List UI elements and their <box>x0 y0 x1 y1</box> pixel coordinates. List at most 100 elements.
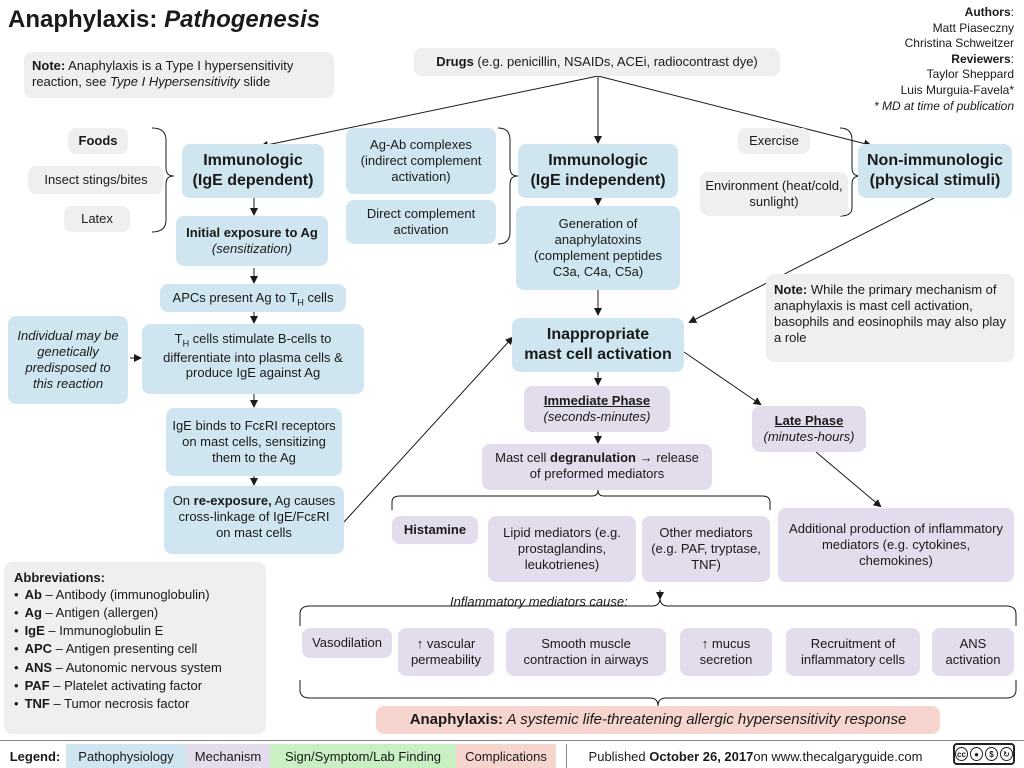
creative-commons-icon: cc ● $ ↻ <box>953 743 1015 765</box>
legend-label-text: Legend: <box>9 748 61 764</box>
title-sub: Pathogenesis <box>164 6 321 33</box>
effect-vasodilation: Vasodilation <box>302 628 392 658</box>
nonimmuno-line2: (physical stimuli) <box>869 172 1001 189</box>
trigger-latex: Latex <box>64 206 130 232</box>
th-sub: H <box>182 338 190 349</box>
nonimmuno-line1: Non-immunologic <box>867 152 1003 170</box>
note2-label: Note: <box>774 282 808 297</box>
vascular-text: ↑ vascular permeability <box>410 636 482 667</box>
exercise-label: Exercise <box>749 133 799 149</box>
th-pre: T <box>174 331 183 346</box>
ans-text: ANS activation <box>945 636 1001 667</box>
trigger-exercise: Exercise <box>738 128 810 154</box>
abbreviations-title: Abbreviations: <box>14 570 106 585</box>
immunologic-ige-dependent: Immunologic (IgE dependent) <box>182 144 324 198</box>
th-cells-stimulate: TH cells stimulate B-cells to differenti… <box>142 324 364 394</box>
immuno-indep-line1: Immunologic <box>548 152 648 170</box>
abbr-term: PAF <box>24 677 50 693</box>
vasodilation-text: Vasodilation <box>312 635 382 651</box>
initial-exposure: Initial exposure to Ag (sensitization) <box>176 216 328 266</box>
late-phase: Late Phase (minutes-hours) <box>752 406 866 452</box>
abbr-item: APC – Antigen presenting cell <box>14 640 256 658</box>
legend-pathophysiology: Pathophysiology <box>66 744 186 768</box>
drugs-box: Drugs (e.g. penicillin, NSAIDs, ACEi, ra… <box>414 48 780 76</box>
abbr-term: Ab <box>24 586 42 602</box>
cc-by-icon: ● <box>970 747 983 761</box>
lipid-mediators: Lipid mediators (e.g. prostaglandins, le… <box>488 516 636 582</box>
mast-line1: Inappropriate <box>546 326 650 344</box>
recruitment-text: Recruitment of inflammatory cells <box>800 636 906 667</box>
apc-present: APCs present Ag to TH cells <box>160 284 346 312</box>
legend-bar <box>0 740 1024 768</box>
reviewer-1: Taylor Sheppard <box>926 67 1014 82</box>
other-mediators: Other mediators (e.g. PAF, tryptase, TNF… <box>642 516 770 582</box>
page-title: Anaphylaxis: Pathogenesis <box>8 6 320 34</box>
histamine: Histamine <box>392 516 478 544</box>
final-text: A systemic life-threatening allergic hyp… <box>503 711 907 728</box>
abbr-def: – Antigen (allergen) <box>41 605 159 621</box>
note1-text1: Anaphylaxis is a Type I hypersensitivity… <box>32 58 294 89</box>
effect-vascular: ↑ vascular permeability <box>398 628 494 676</box>
immunologic-ige-independent: Immunologic (IgE independent) <box>518 144 678 198</box>
ige-binds-text: IgE binds to FcεRI receptors on mast cel… <box>172 418 336 465</box>
abbr-item: PAF – Platelet activating factor <box>14 677 256 695</box>
abbr-item: IgE – Immunoglobulin E <box>14 622 256 640</box>
legend-sign: Sign/Symptom/Lab Finding <box>270 744 456 768</box>
initial-exposure-line2: (sensitization) <box>211 241 293 256</box>
abbr-term: IgE <box>24 623 45 639</box>
abbreviations-list: Ab – Antibody (immunoglobulin) Ag – Anti… <box>14 586 256 713</box>
abbr-def: – Autonomic nervous system <box>52 659 222 675</box>
reexposure-text: Ag causes cross-linkage of IgE/FcεRI on … <box>178 493 336 540</box>
degran-pre: Mast cell <box>495 450 551 465</box>
legend-patho-text: Pathophysiology <box>78 748 174 764</box>
ige-binds: IgE binds to FcεRI receptors on mast cel… <box>166 408 342 476</box>
legend-complications-text: Complications <box>465 748 547 764</box>
abbr-def: – Antigen presenting cell <box>52 641 198 657</box>
histamine-text: Histamine <box>403 522 467 538</box>
agab-text: Ag-Ab complexes (indirect complement act… <box>360 137 482 184</box>
abbr-term: Ag <box>24 605 42 621</box>
direct-complement: Direct complement activation <box>346 200 496 244</box>
insect-label: Insect stings/bites <box>44 172 148 188</box>
th-text: cells stimulate B-cells to differentiate… <box>163 331 343 381</box>
cause-label-text: Inflammatory mediators cause: <box>450 594 628 609</box>
published-pre: Published <box>588 748 646 764</box>
cc-text: cc <box>955 747 968 761</box>
anaphylaxis-final: Anaphylaxis: A systemic life-threatening… <box>376 706 940 734</box>
foods-label: Foods <box>78 133 118 149</box>
smooth-text: Smooth muscle contraction in airways <box>523 636 649 667</box>
reviewer-2: Luis Murguia-Favela* <box>900 82 1014 97</box>
effect-smooth-muscle: Smooth muscle contraction in airways <box>506 628 666 676</box>
initial-exposure-line1: Initial exposure to Ag <box>186 225 318 241</box>
effect-ans: ANS activation <box>932 628 1014 676</box>
trigger-environment: Environment (heat/cold, sunlight) <box>700 172 848 216</box>
late-title: Late Phase <box>774 413 844 429</box>
effect-mucus: ↑ mucus secretion <box>680 628 772 676</box>
legend-mechanism-text: Mechanism <box>194 748 262 764</box>
note2-text: While the primary mechanism of anaphylax… <box>774 282 1006 345</box>
author-1: Matt Piaseczny <box>932 20 1014 35</box>
abbr-def: – Antibody (immunoglobulin) <box>41 586 210 602</box>
additional-text: Additional production of inflammatory me… <box>789 521 1003 568</box>
re-exposure: On re-exposure, Ag causes cross-linkage … <box>164 486 344 554</box>
immediate-phase: Immediate Phase (seconds-minutes) <box>524 386 670 432</box>
legend-published: Published October 26, 2017 on www.thecal… <box>566 744 944 768</box>
abbreviations-box: Abbreviations: Ab – Antibody (immunoglob… <box>4 562 266 734</box>
immuno-dep-line2: (IgE dependent) <box>192 172 314 189</box>
abbr-def: – Platelet activating factor <box>49 677 203 693</box>
cc-nc-icon: $ <box>985 747 998 761</box>
ag-ab-complexes: Ag-Ab complexes (indirect complement act… <box>346 128 496 194</box>
direct-complement-text: Direct complement activation <box>366 206 476 237</box>
authors-label: Authors <box>964 5 1011 19</box>
authors-footnote: * MD at time of publication <box>873 98 1014 113</box>
legend-complications: Complications <box>456 744 556 768</box>
genetic-predisposition: Individual may be genetically predispose… <box>8 316 128 404</box>
non-immunologic: Non-immunologic (physical stimuli) <box>858 144 1012 198</box>
trigger-foods: Foods <box>68 128 128 154</box>
mucus-text: ↑ mucus secretion <box>699 636 753 667</box>
note1-ref: Type I Hypersensitivity <box>110 73 240 89</box>
immediate-sub: (seconds-minutes) <box>543 409 651 424</box>
note1-text2: slide <box>239 73 271 89</box>
note-basophils: Note: While the primary mechanism of ana… <box>766 274 1014 362</box>
